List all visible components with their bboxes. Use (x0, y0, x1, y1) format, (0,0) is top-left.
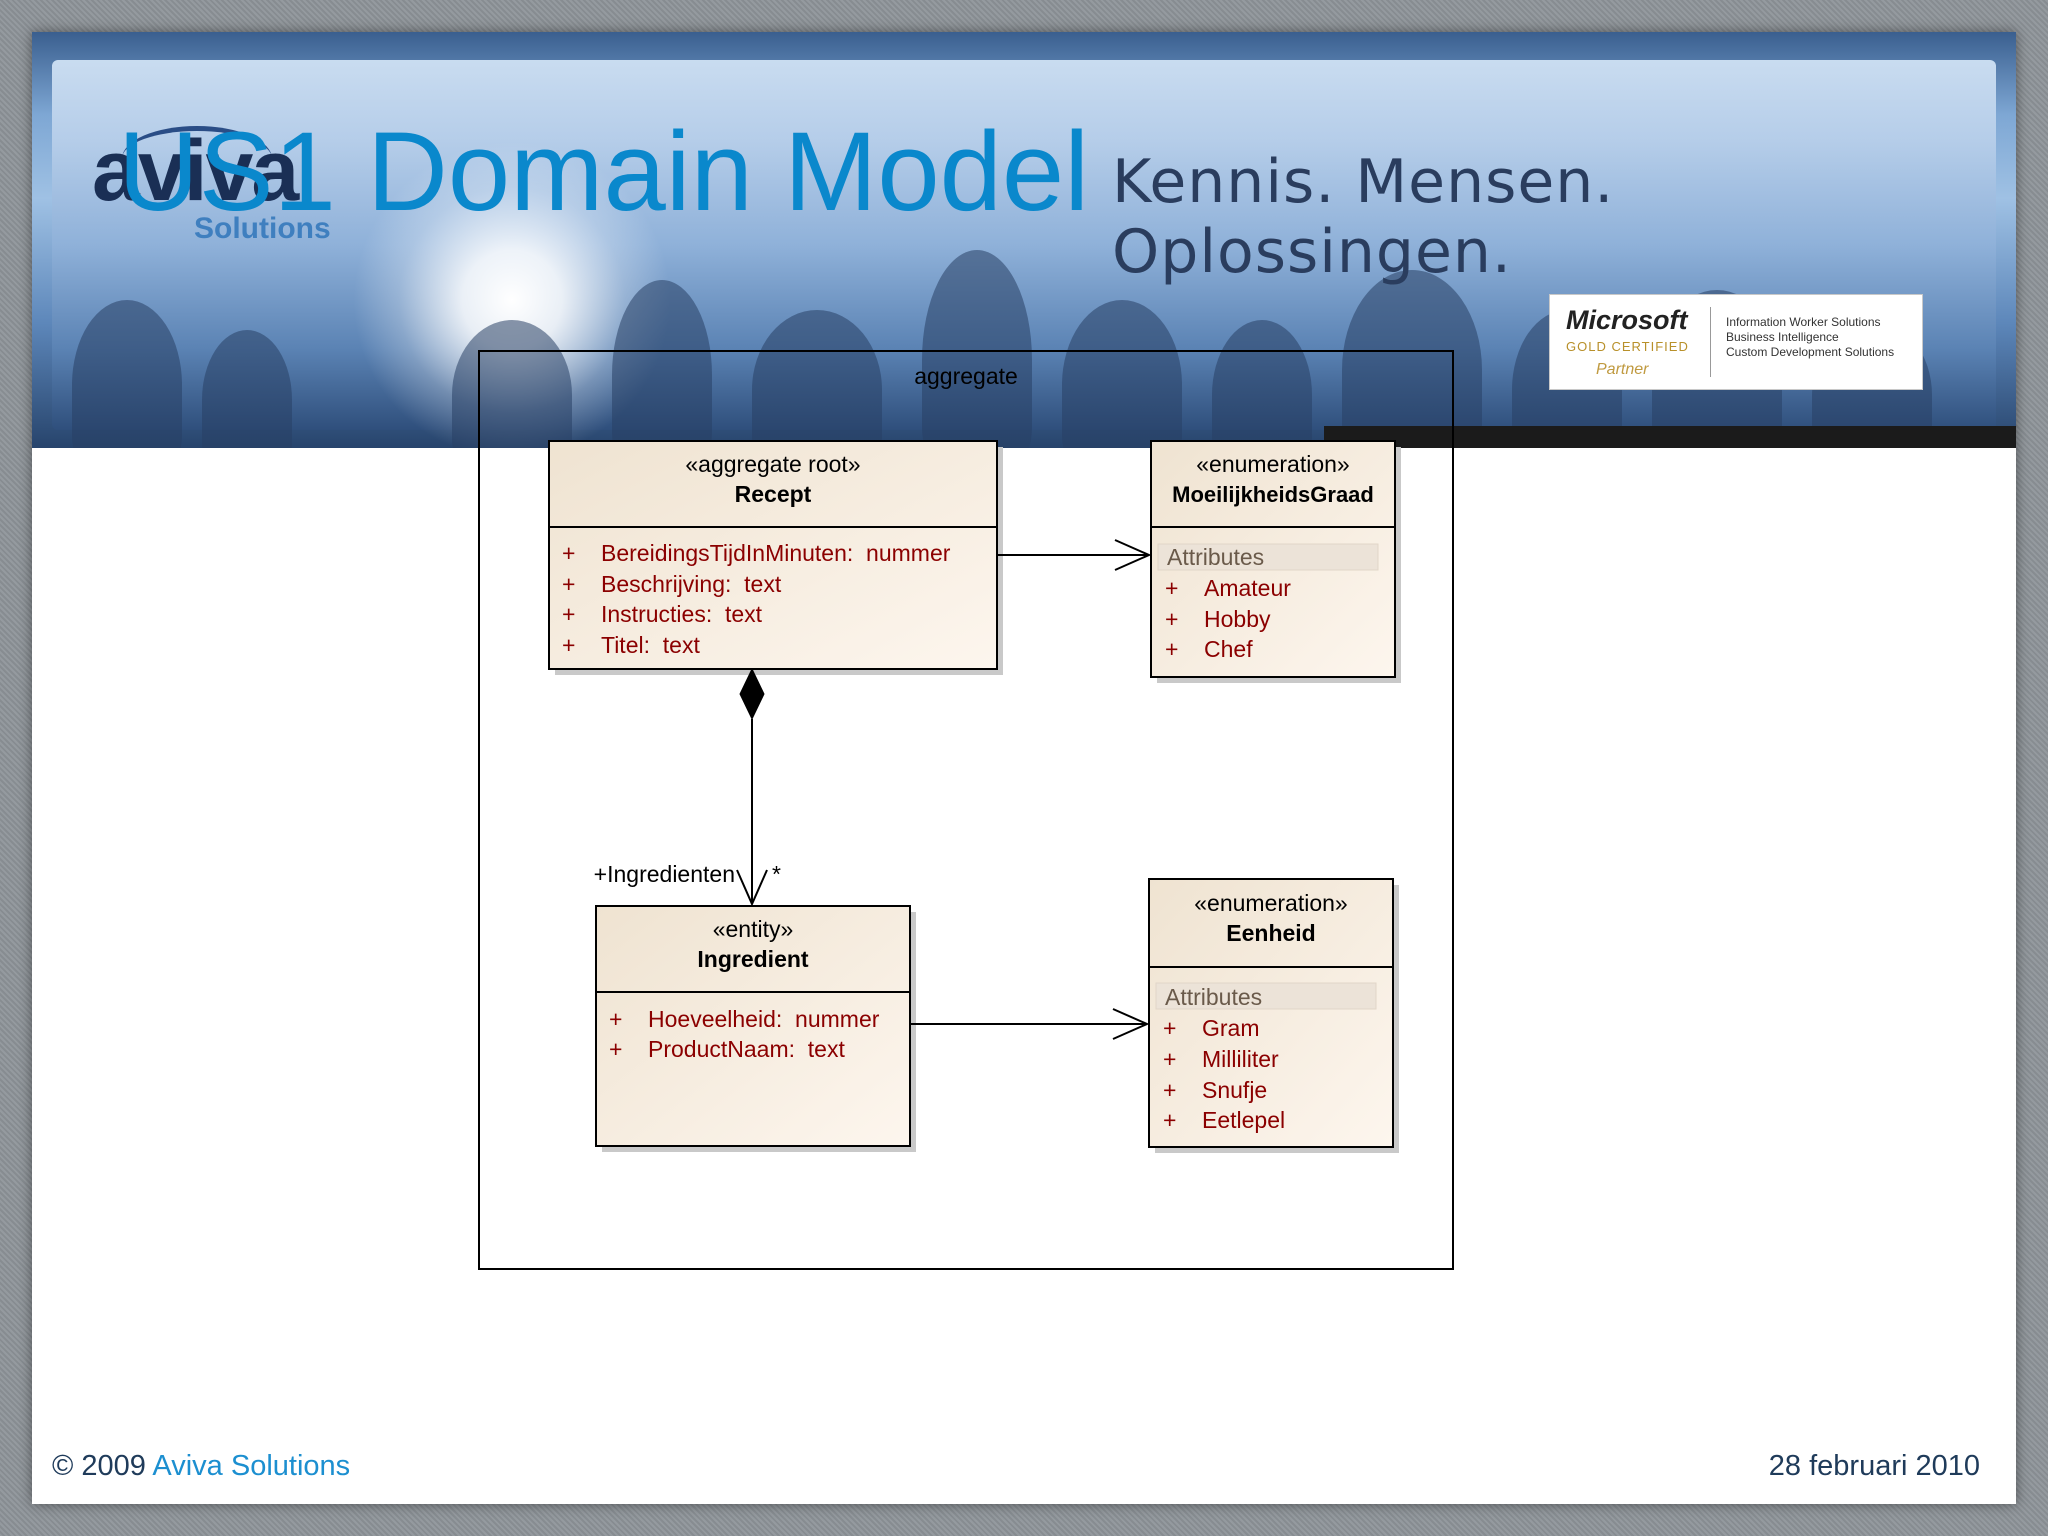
arrowhead-icon (736, 869, 768, 907)
literal-visibility: + (1165, 636, 1178, 662)
attr-text: Beschrijving: text (601, 571, 782, 597)
attr-text: BereidingsTijdInMinuten: nummer (601, 540, 951, 566)
association-ingredient-eenheid (910, 1008, 1150, 1040)
literal-visibility: + (1163, 1077, 1176, 1103)
package-frame (478, 350, 1454, 1270)
microsoft-partner-badge: Microsoft GOLD CERTIFIED Partner Informa… (1549, 294, 1923, 390)
package-label: aggregate (914, 363, 1018, 389)
section-label: Attributes (1167, 544, 1264, 570)
company-logo: aviva (92, 123, 299, 219)
badge-brand: Microsoft (1566, 305, 1688, 335)
banner-photo (52, 60, 1996, 448)
class-box (548, 440, 998, 670)
composition-diamond-icon (739, 667, 765, 721)
enum-eenheid[interactable]: «enumeration» Eenheid Attributes + Gram … (1148, 878, 1399, 1153)
attr-text: ProductNaam: text (648, 1036, 845, 1062)
company-link[interactable]: Aviva Solutions (152, 1450, 351, 1482)
class-stereotype: «enumeration» (1194, 890, 1347, 916)
literal-text: Chef (1204, 636, 1253, 662)
literal-text: Eetlepel (1202, 1107, 1285, 1133)
attr-visibility: + (609, 1006, 622, 1032)
attr-visibility: + (562, 571, 575, 597)
header-banner: aviva Solutions Kennis. Mensen. Oplossin… (32, 32, 2016, 448)
slide: aviva Solutions Kennis. Mensen. Oplossin… (32, 32, 2016, 1504)
badge-competency: Business Intelligence (1726, 330, 1839, 344)
badge-competency: Information Worker Solutions (1726, 315, 1881, 329)
badge-competencies: Information Worker Solutions Business In… (1726, 315, 1894, 360)
multiplicity-label: * (772, 861, 781, 887)
attr-visibility: + (562, 601, 575, 627)
badge-certification: GOLD CERTIFIED (1566, 339, 1689, 354)
badge-divider (1710, 307, 1711, 377)
logo-arc-icon (122, 126, 272, 191)
section-header-bg (1155, 982, 1377, 1010)
footer-copyright: © 2009 Aviva Solutions (52, 1450, 350, 1483)
class-name: Recept (735, 481, 812, 507)
class-stereotype: «entity» (713, 916, 794, 942)
composition-recept-ingredient: +Ingredienten * (594, 667, 781, 907)
class-stereotype: «enumeration» (1196, 451, 1349, 477)
attr-visibility: + (562, 632, 575, 658)
class-name: Eenheid (1226, 920, 1315, 946)
literal-text: Gram (1202, 1015, 1260, 1041)
footer-date: 28 februari 2010 (1768, 1450, 1980, 1482)
literal-text: Hobby (1204, 606, 1271, 632)
literal-visibility: + (1163, 1015, 1176, 1041)
attr-visibility: + (562, 540, 575, 566)
class-box (1148, 878, 1394, 1148)
literal-visibility: + (1165, 575, 1178, 601)
section-label: Attributes (1165, 984, 1262, 1010)
class-name: Ingredient (697, 946, 809, 972)
slide-title: US1 Domain Model (118, 109, 1090, 234)
attr-text: Titel: text (601, 632, 700, 658)
copyright-prefix: © 2009 (52, 1450, 153, 1482)
literal-visibility: + (1163, 1046, 1176, 1072)
arrowhead-icon (1112, 1008, 1150, 1040)
class-box (595, 905, 911, 1147)
role-label: +Ingredienten (594, 861, 735, 887)
enum-moeilijkheidsgraad[interactable]: «enumeration» MoeilijkheidsGraad Attribu… (1150, 440, 1401, 683)
attr-text: Hoeveelheid: nummer (648, 1006, 880, 1032)
literal-visibility: + (1163, 1107, 1176, 1133)
literal-text: Milliliter (1202, 1046, 1279, 1072)
class-stereotype: «aggregate root» (685, 451, 860, 477)
literal-text: Amateur (1204, 575, 1291, 601)
literal-visibility: + (1165, 606, 1178, 632)
class-ingredient[interactable]: «entity» Ingredient + Hoeveelheid: numme… (595, 905, 916, 1152)
arrowhead-icon (1114, 539, 1152, 571)
company-logo-sub: Solutions (194, 212, 331, 245)
literal-text: Snufje (1202, 1077, 1267, 1103)
section-header-bg (1157, 543, 1379, 571)
crowd-silhouettes (52, 200, 2016, 448)
badge-competency: Custom Development Solutions (1726, 345, 1895, 359)
badge-partner: Partner (1596, 361, 1649, 378)
attr-visibility: + (609, 1036, 622, 1062)
attr-text: Instructies: text (601, 601, 763, 627)
class-name: MoeilijkheidsGraad (1172, 482, 1374, 507)
association-recept-moeilijkheid (997, 539, 1152, 571)
company-tagline: Kennis. Mensen. Oplossingen. (1112, 147, 1615, 287)
class-recept[interactable]: «aggregate root» Recept + BereidingsTijd… (548, 440, 1003, 675)
uml-class-diagram: aggregate «aggregate root» Recept + Bere… (478, 350, 1454, 1270)
banner-dark-strip (1324, 426, 2016, 448)
